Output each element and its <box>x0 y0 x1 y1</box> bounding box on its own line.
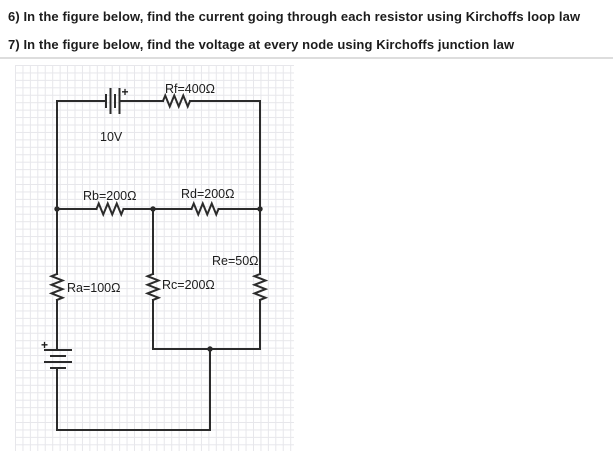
figure-top-edge <box>0 57 613 59</box>
battery-secondary-plus-sign: + <box>41 338 48 352</box>
battery-10v-icon: + <box>105 85 129 114</box>
battery-secondary-icon: + <box>41 338 72 369</box>
resistor-rc-label: Rc=200Ω <box>162 278 215 292</box>
resistor-rc-icon <box>144 272 162 302</box>
resistor-rd-label: Rd=200Ω <box>181 187 234 201</box>
junction-dot <box>257 206 263 212</box>
resistor-re-label: Re=50Ω <box>212 254 259 268</box>
resistor-re-icon <box>251 272 269 302</box>
resistor-rb-label: Rb=200Ω <box>83 189 136 203</box>
junction-dot <box>207 346 213 352</box>
resistor-rb-icon <box>95 200 125 218</box>
battery-10v-label: 10V <box>100 130 123 144</box>
resistor-rd-icon <box>190 200 220 218</box>
graph-paper-background <box>15 65 294 451</box>
question-6: 6) In the figure below, find the current… <box>8 9 581 24</box>
junction-dots <box>54 206 263 352</box>
resistor-ra-label: Ra=100Ω <box>67 281 120 295</box>
question-7: 7) In the figure below, find the voltage… <box>8 37 515 52</box>
battery-10v-plus-sign: + <box>122 85 129 99</box>
circuit-wires <box>56 100 261 431</box>
junction-dot <box>54 206 60 212</box>
resistor-rf-icon <box>161 92 192 110</box>
junction-dot <box>150 206 156 212</box>
resistor-rf-label: Rf=400Ω <box>165 82 215 96</box>
resistor-ra-icon <box>48 272 66 302</box>
